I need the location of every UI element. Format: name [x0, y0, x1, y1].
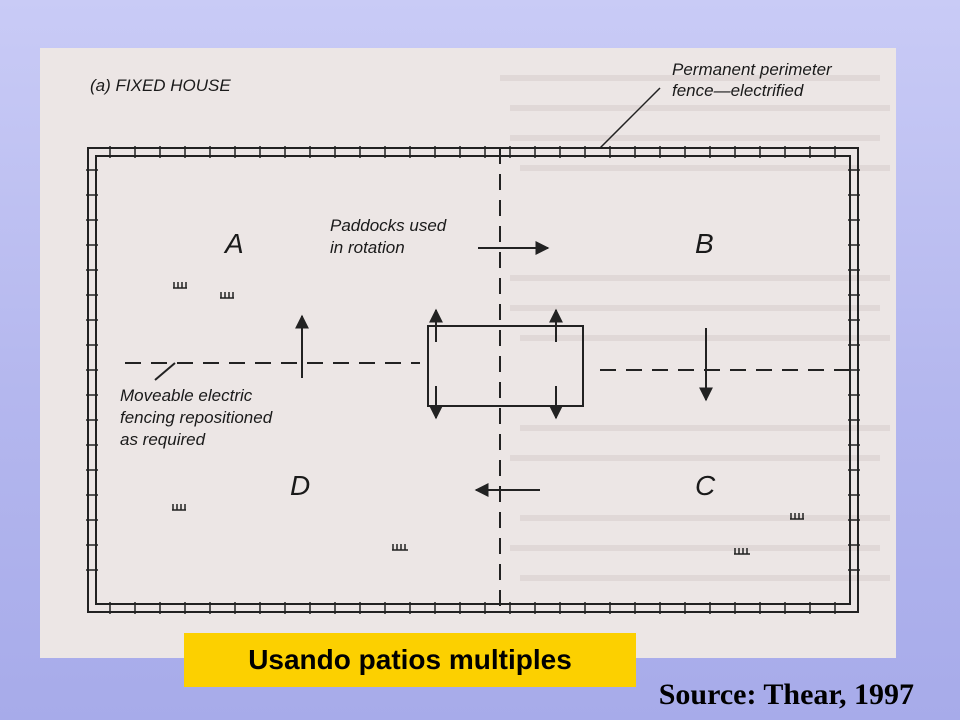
fence-posts — [86, 146, 860, 614]
paddocks-label-line-2: in rotation — [330, 238, 405, 257]
fixed-house — [427, 325, 584, 407]
paddock-diagram — [86, 75, 890, 614]
fencing-label-line-2: fencing repositioned — [120, 408, 273, 427]
diagram-scan: (a) FIXED HOUSE Permanent perimeter fenc… — [40, 48, 896, 658]
animal-markers — [172, 282, 804, 555]
perimeter-label-line-1: Permanent perimeter — [672, 60, 832, 79]
perimeter-fence-outer — [87, 147, 859, 613]
paddock-label-c: C — [695, 470, 716, 501]
fencing-label-line-3: as required — [120, 430, 206, 449]
diagram-title: (a) FIXED HOUSE — [90, 76, 231, 95]
fencing-pointer — [154, 362, 176, 381]
source-citation: Source: Thear, 1997 — [658, 678, 914, 711]
perimeter-pointer — [599, 87, 661, 149]
paddocks-label-line-1: Paddocks used — [330, 216, 447, 235]
paddock-label-b: B — [695, 228, 714, 259]
perimeter-label-line-2: fence—electrified — [672, 81, 804, 100]
fencing-label-line-1: Moveable electric — [120, 386, 253, 405]
perimeter-fence-inner — [95, 155, 851, 605]
paddock-label-a: A — [225, 228, 244, 259]
paddock-label-d: D — [290, 470, 311, 501]
caption-banner: Usando patios multiples — [184, 633, 636, 687]
